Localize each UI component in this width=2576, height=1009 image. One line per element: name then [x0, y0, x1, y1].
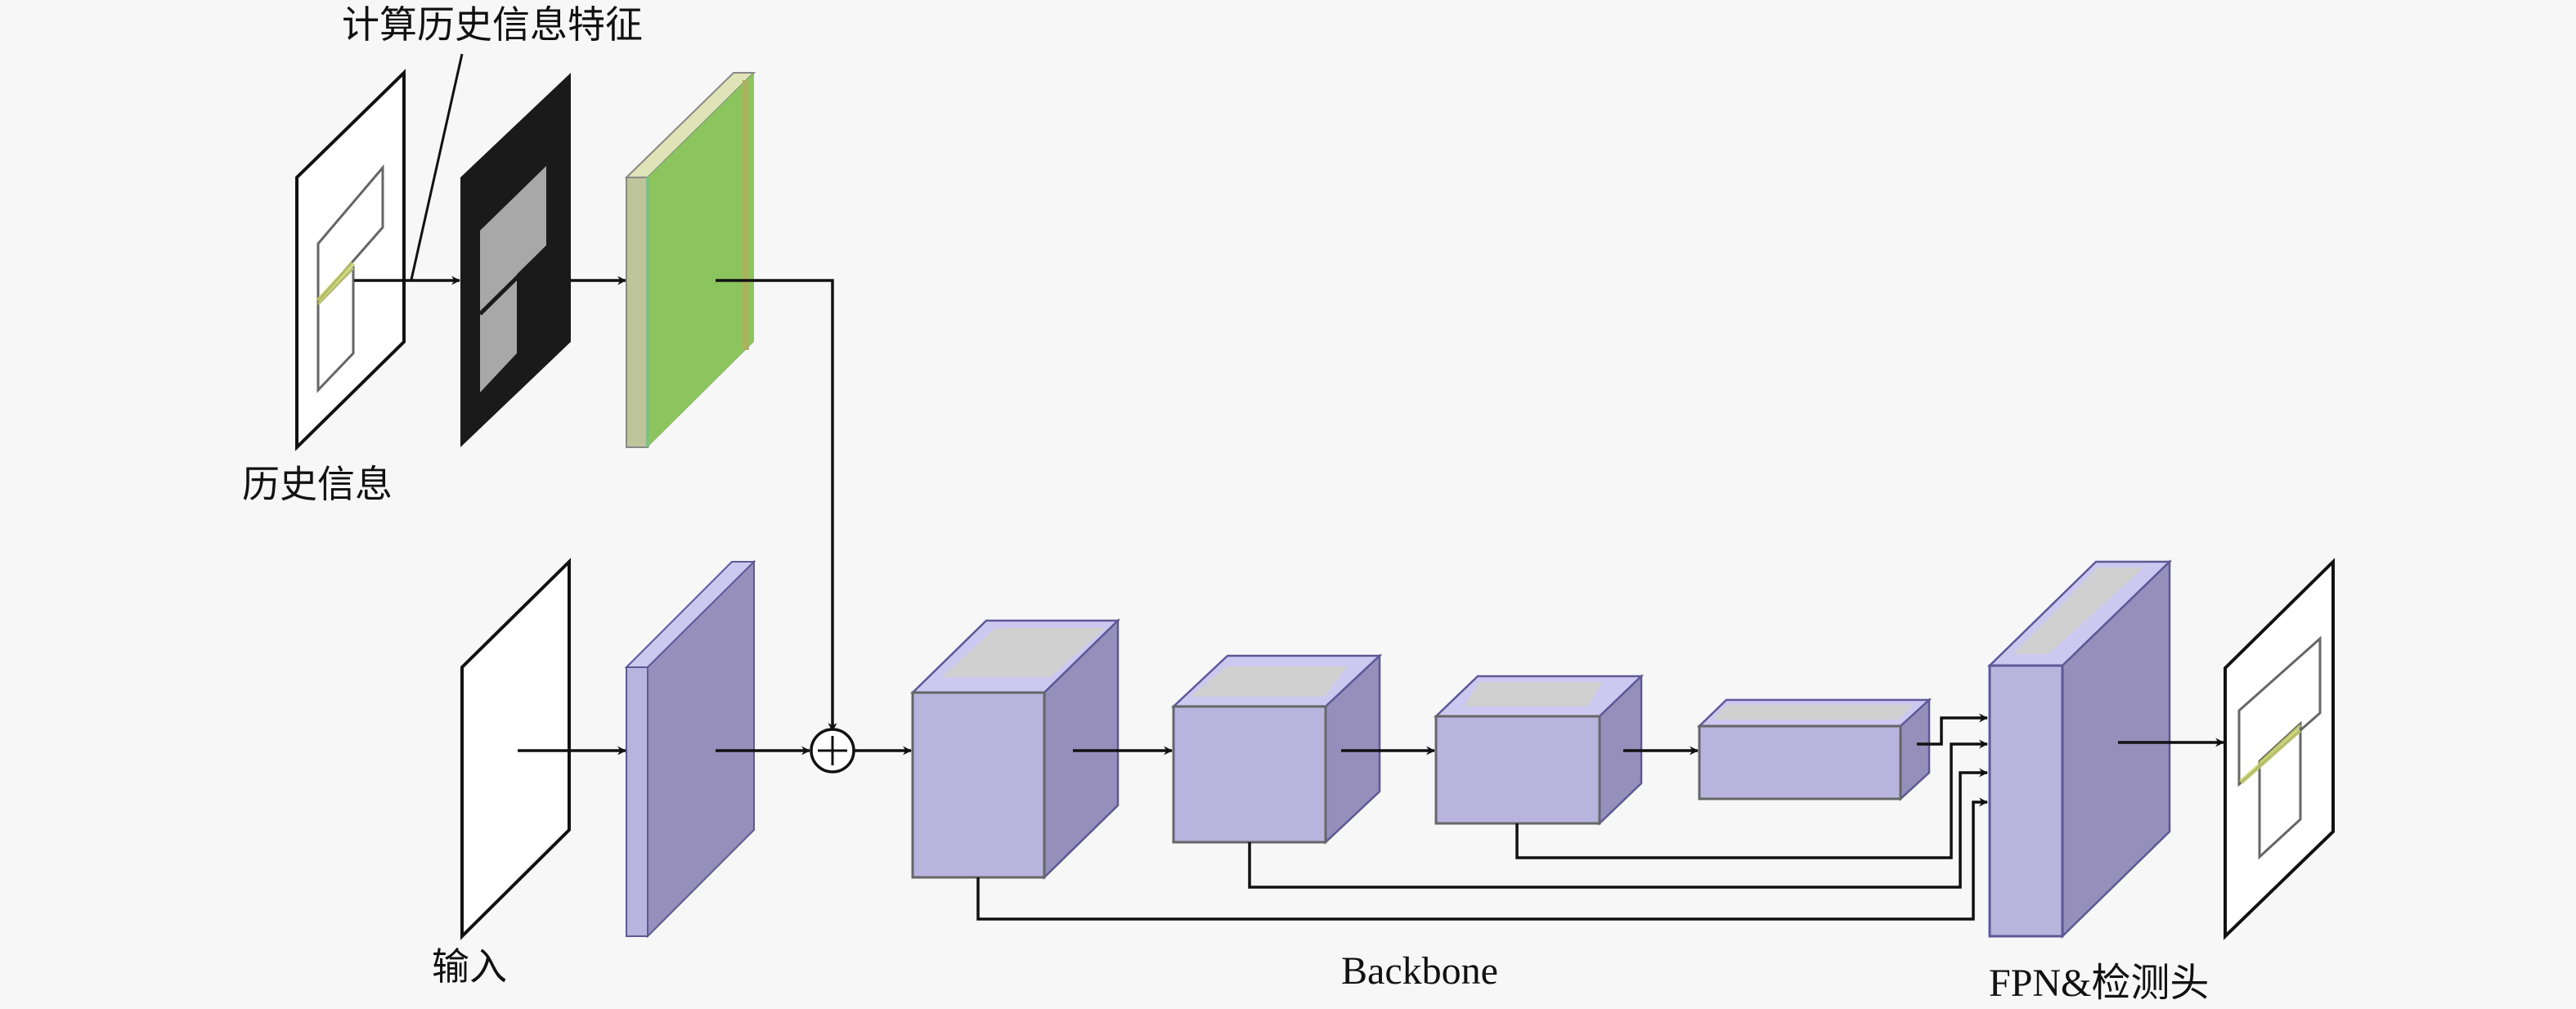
input-label: 输入 [432, 944, 507, 989]
fpn-head-label: FPN&检测头 [1989, 962, 2209, 1005]
connector-stage1-to-fpn [976, 797, 1989, 921]
history-feature-leader-line [410, 53, 464, 280]
fpn-head [1986, 559, 2173, 939]
connector-stage3-to-fpn [1515, 739, 1989, 859]
add-operator [810, 728, 855, 774]
history-info-label: 历史信息 [242, 462, 393, 506]
history-mask [460, 73, 571, 447]
input-conv [624, 559, 756, 939]
backbone-stage-3 [1433, 674, 1645, 826]
backbone-label: Backbone [1341, 949, 1498, 993]
history-frame [295, 69, 406, 451]
connector-stage2-to-fpn [1248, 768, 1989, 889]
backbone-stage-2 [1170, 653, 1383, 845]
connector-stage4-to-fpn [1917, 713, 1989, 746]
history-feature [624, 72, 756, 448]
input-frame [460, 558, 571, 940]
backbone-stage-1 [909, 618, 1121, 880]
output-frame [2224, 558, 2335, 940]
backbone-stage-4 [1696, 697, 1932, 801]
history-feature-label: 计算历史信息特征 [342, 2, 643, 47]
connector-history-to-add [716, 279, 837, 733]
